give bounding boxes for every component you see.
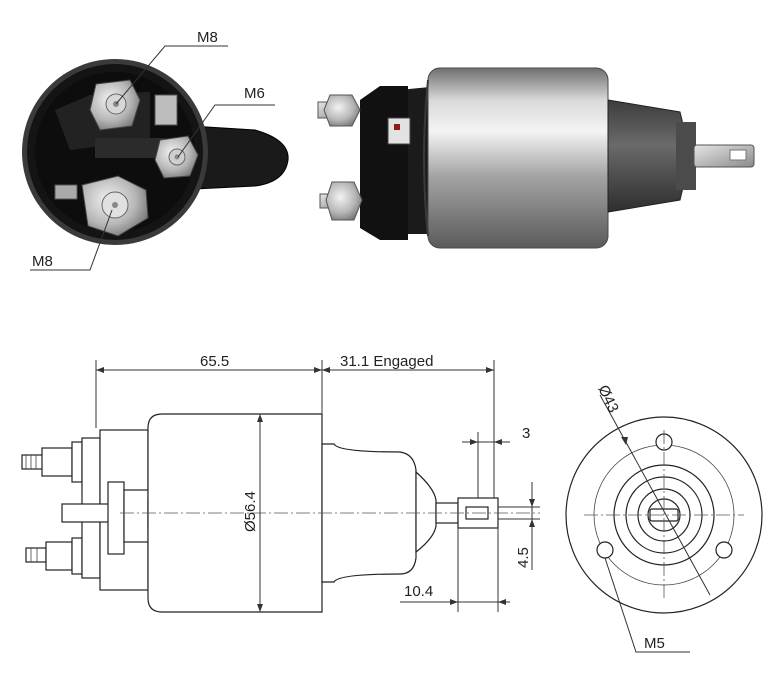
terminal-m8-top [89, 79, 141, 131]
dim-flange-diameter: Ø43 [594, 383, 621, 416]
label-m8-top: M8 [197, 29, 218, 46]
dim-plunger-length: 10.4 [404, 583, 433, 600]
label-m6: M6 [244, 85, 265, 102]
side-view-photo [317, 67, 755, 249]
side-line-drawing: 65.5 31.1 Engaged Ø56.4 3 4.5 10.4 [21, 353, 540, 613]
end-line-drawing: Ø43 M5 [565, 383, 763, 653]
label-m8-bottom: M8 [32, 253, 53, 270]
dim-plunger-offset: 3 [522, 425, 530, 442]
dim-plunger-width: 4.5 [515, 547, 532, 568]
end-view-photo: M8 M6 M8 [22, 29, 289, 271]
dim-body-diameter: Ø56.4 [242, 491, 259, 532]
terminal-m8-bottom [54, 175, 149, 237]
dim-body-length: 65.5 [200, 353, 229, 370]
dim-engaged-stroke: 31.1 Engaged [340, 353, 433, 370]
label-m5: M5 [644, 635, 665, 652]
terminal-m6 [154, 94, 199, 179]
